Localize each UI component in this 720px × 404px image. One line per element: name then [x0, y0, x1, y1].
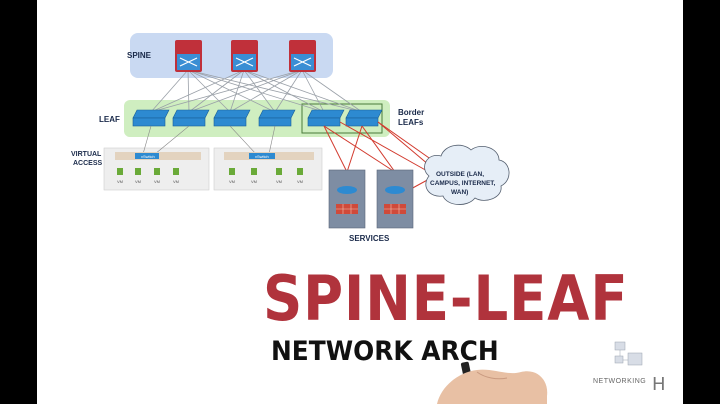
outside-cloud	[424, 144, 510, 205]
leaf-label: LEAF	[99, 115, 120, 124]
outside-label-line2: CAMPUS, INTERNET,	[430, 180, 496, 187]
brand-letter: H	[652, 374, 666, 395]
networking-logo-icon	[614, 341, 643, 366]
service-appliance-2	[376, 169, 414, 229]
leaf-switch-4	[258, 109, 296, 127]
vm-label: VM	[276, 179, 282, 184]
vswitch-label: vSwitch	[255, 154, 269, 159]
border-links	[323, 121, 433, 191]
vm-label: VM	[135, 179, 141, 184]
leaf-switch-1	[132, 109, 170, 127]
virtual-access-label-line2: ACCESS	[73, 160, 103, 167]
spine-switch-2	[231, 40, 258, 72]
vm-label: VM	[117, 179, 123, 184]
video-subtitle: NETWORK ARCH	[271, 336, 499, 367]
spine-switch-3	[289, 40, 316, 72]
video-frame: SPINE LEAF Border LEAFs	[37, 0, 683, 404]
leaf-switch-3	[213, 109, 251, 127]
host-1: vSwitch VM VM VM VM	[103, 125, 210, 191]
brand-text: NETWORKING	[593, 378, 647, 385]
border-leafs-label-line1: Border	[398, 108, 424, 117]
video-title: SPINE-LEAF	[263, 262, 629, 335]
vm-label: VM	[297, 179, 303, 184]
border-leaf-outline	[301, 103, 383, 134]
spine-label: SPINE	[127, 51, 152, 60]
services-label: SERVICES	[349, 234, 390, 243]
hand-with-marker	[437, 361, 548, 404]
host-2: vSwitch VM VM VM VM	[213, 125, 323, 191]
vswitch-label: vSwitch	[141, 154, 155, 159]
service-appliance-1	[328, 169, 366, 229]
vm-label: VM	[229, 179, 235, 184]
outside-label-line3: WAN)	[451, 189, 468, 196]
leaf-switch-2	[172, 109, 210, 127]
vm-label: VM	[251, 179, 257, 184]
spine-switch-1	[175, 40, 202, 72]
mesh-links	[150, 69, 363, 113]
border-leafs-label-line2: LEAFs	[398, 118, 424, 127]
spine-leaf-diagram: SPINE LEAF Border LEAFs	[71, 33, 643, 404]
outside-label-line1: OUTSIDE (LAN,	[436, 171, 484, 178]
border-leaf-switch-2	[345, 109, 383, 127]
vm-label: VM	[154, 179, 160, 184]
leaf-band	[124, 100, 390, 137]
virtual-access-label-line1: VIRTUAL	[71, 151, 102, 158]
vm-label: VM	[173, 179, 179, 184]
border-leaf-switch-1	[307, 109, 345, 127]
